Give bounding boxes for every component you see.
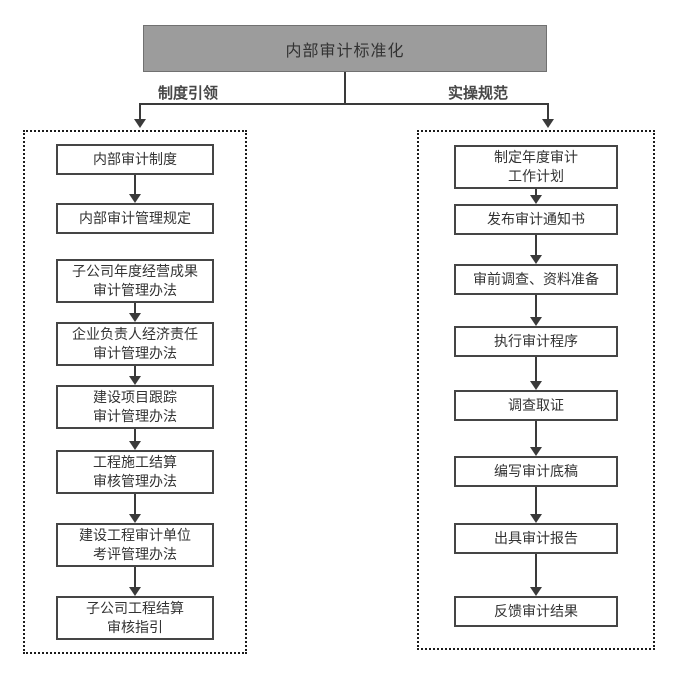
- down-arrow: [129, 175, 141, 203]
- left-flow-box-3: 子公司年度经营成果 审计管理办法: [56, 259, 214, 303]
- left-flow-box-5: 建设项目跟踪 审计管理办法: [56, 385, 214, 429]
- right-flow-box-3: 审前调查、资料准备: [454, 264, 618, 295]
- right-flow-box-4: 执行审计程序: [454, 326, 618, 357]
- arrow-line: [535, 295, 537, 317]
- page-title: 内部审计标准化: [285, 42, 405, 60]
- arrow-down-icon: [129, 376, 141, 385]
- right-flow-box-5: 调查取证: [454, 390, 618, 421]
- down-arrow: [129, 303, 141, 322]
- connector-horizontal-line: [139, 103, 549, 105]
- connector-stem-line: [344, 72, 346, 105]
- down-arrow: [530, 235, 542, 264]
- arrow-line: [535, 421, 537, 447]
- down-arrow: [129, 494, 141, 523]
- down-arrow: [129, 429, 141, 450]
- down-arrow: [530, 295, 542, 326]
- branch-label-right: 实操规范: [447, 85, 508, 102]
- arrow-line: [535, 235, 537, 255]
- branch-label-left: 制度引领: [157, 85, 218, 102]
- right-panel: 制定年度审计 工作计划 发布审计通知书 审前调查、资料准备 执行审计程序 调查取…: [417, 130, 655, 650]
- arrow-down-icon: [129, 313, 141, 322]
- title-box: 内部审计标准化: [143, 25, 547, 72]
- right-flow-box-6: 编写审计底稿: [454, 456, 618, 487]
- arrow-line: [134, 567, 136, 587]
- arrow-down-icon: [530, 381, 542, 390]
- arrow-line: [535, 487, 537, 514]
- left-panel: 内部审计制度 内部审计管理规定 子公司年度经营成果 审计管理办法 企业负责人经济…: [23, 130, 247, 654]
- arrow-line: [134, 366, 136, 376]
- right-flow-box-8: 反馈审计结果: [454, 596, 618, 627]
- down-arrow: [530, 357, 542, 390]
- right-flow-box-1: 制定年度审计 工作计划: [454, 145, 618, 189]
- down-arrow: [530, 189, 542, 204]
- arrow-line: [134, 494, 136, 514]
- left-flow-box-1: 内部审计制度: [56, 144, 214, 175]
- arrow-line: [535, 357, 537, 381]
- arrow-down-icon: [542, 119, 554, 128]
- connector-left-drop-line: [139, 103, 141, 120]
- arrow-down-icon: [129, 441, 141, 450]
- arrow-line: [134, 175, 136, 194]
- left-flow-box-6: 工程施工结算 审核管理办法: [56, 450, 214, 494]
- left-flow-box-7: 建设工程审计单位 考评管理办法: [56, 523, 214, 567]
- down-arrow: [530, 421, 542, 456]
- arrow-line: [535, 554, 537, 587]
- arrow-down-icon: [129, 514, 141, 523]
- left-flow-box-8: 子公司工程结算 审核指引: [56, 596, 214, 640]
- arrow-down-icon: [134, 119, 146, 128]
- arrow-down-icon: [530, 195, 542, 204]
- arrow-down-icon: [530, 317, 542, 326]
- arrow-down-icon: [129, 194, 141, 203]
- left-flow-box-4: 企业负责人经济责任 审计管理办法: [56, 322, 214, 366]
- arrow-line: [535, 189, 537, 195]
- down-arrow: [530, 487, 542, 523]
- arrow-down-icon: [129, 587, 141, 596]
- left-flow-box-2: 内部审计管理规定: [56, 203, 214, 234]
- down-arrow: [530, 554, 542, 596]
- down-arrow: [129, 567, 141, 596]
- arrow-down-icon: [530, 514, 542, 523]
- arrow-down-icon: [530, 587, 542, 596]
- arrow-line: [134, 429, 136, 441]
- right-flow-box-7: 出具审计报告: [454, 523, 618, 554]
- arrow-line: [134, 303, 136, 313]
- right-flow-box-2: 发布审计通知书: [454, 204, 618, 235]
- down-arrow: [129, 366, 141, 385]
- arrow-down-icon: [530, 447, 542, 456]
- arrow-down-icon: [530, 255, 542, 264]
- connector-right-drop-line: [547, 103, 549, 120]
